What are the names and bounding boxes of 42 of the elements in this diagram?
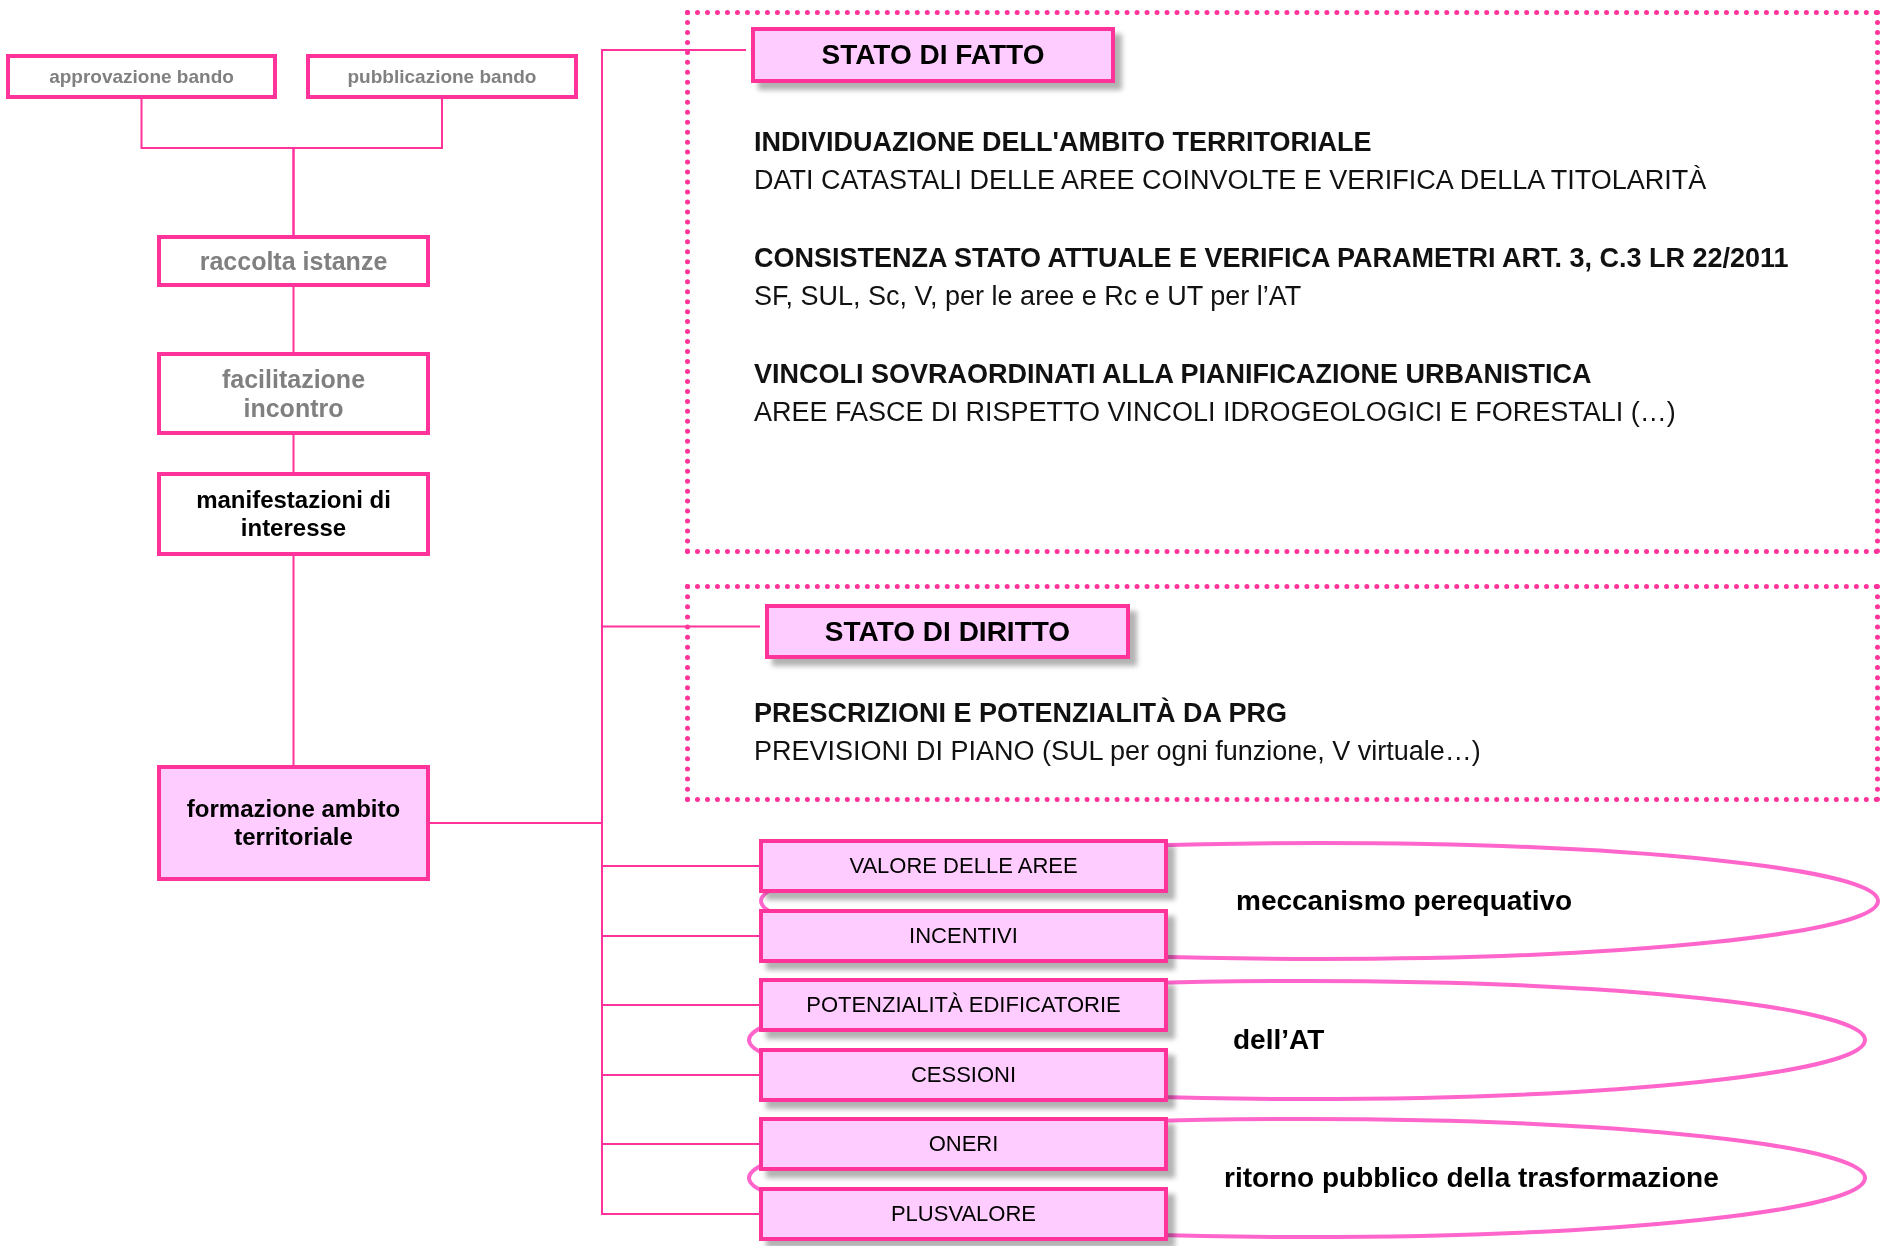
connector-line <box>292 286 295 353</box>
box-label: facilitazione incontro <box>220 364 367 423</box>
section-text: PREVISIONI DI PIANO (SUL per ogni funzione, V virtuale…) <box>754 735 1482 768</box>
section-heading: VINCOLI SOVRAORDINATI ALLA PIANIFICAZIONE URBANISTICA <box>754 358 1593 391</box>
heading-box <box>751 27 1115 83</box>
heading-box <box>765 604 1130 659</box>
section-text: DATI CATASTALI DELLE AREE COINVOLTE E VERIFICA DELLA TITOLARITÀ <box>754 164 1708 197</box>
ellipse-group <box>759 841 1880 961</box>
section-heading: CONSISTENZA STATO ATTUALE E VERIFICA PARAMETRI ART. 3, C.3 LR 22/2011 <box>754 242 1790 275</box>
group-label: meccanismo perequativo <box>1236 885 1573 917</box>
box-label: raccolta istanze <box>199 246 388 276</box>
box-label: manifestazioni di interesse <box>195 486 392 542</box>
ellipse-group <box>747 979 1867 1101</box>
process-box <box>157 352 430 435</box>
box-label: pubblicazione bando <box>347 65 537 88</box>
connector-line <box>292 555 295 766</box>
connector-line <box>292 434 295 473</box>
group-label: dell’AT <box>1233 1024 1325 1056</box>
item-label: ONERI <box>928 1131 999 1157</box>
dotted-panel <box>685 584 1880 802</box>
heading-label: STATO DI DIRITTO <box>824 615 1071 648</box>
item-label: INCENTIVI <box>909 923 1018 949</box>
connector-line <box>292 98 443 236</box>
item-label: POTENZIALITÀ EDIFICATORIE <box>806 992 1121 1018</box>
item-label: CESSIONI <box>910 1062 1017 1088</box>
item-label: PLUSVALORE <box>890 1201 1037 1227</box>
section-heading: PRESCRIZIONI E POTENZIALITÀ DA PRG <box>754 696 1289 730</box>
group-label: ritorno pubblico della trasformazione <box>1224 1162 1719 1194</box>
item-label: VALORE DELLE AREE <box>849 853 1078 879</box>
process-box <box>157 235 430 287</box>
box-label: formazione ambito territoriale <box>185 795 402 851</box>
process-box <box>157 765 430 881</box>
ellipse-group <box>747 1117 1867 1239</box>
section-text: AREE FASCE DI RISPETTO VINCOLI IDROGEOLOGICI E FORESTALI (…) <box>754 396 1677 429</box>
process-box <box>6 54 277 99</box>
process-box <box>157 472 430 556</box>
heading-label: STATO DI FATTO <box>821 39 1045 71</box>
dotted-panel <box>685 10 1880 554</box>
section-heading: INDIVIDUAZIONE DELL'AMBITO TERRITORIALE <box>754 126 1373 159</box>
box-label: approvazione bando <box>49 65 234 88</box>
section-text: SF, SUL, Sc, V, per le aree e Rc e UT per l’AT <box>754 280 1303 313</box>
process-box <box>306 54 578 99</box>
